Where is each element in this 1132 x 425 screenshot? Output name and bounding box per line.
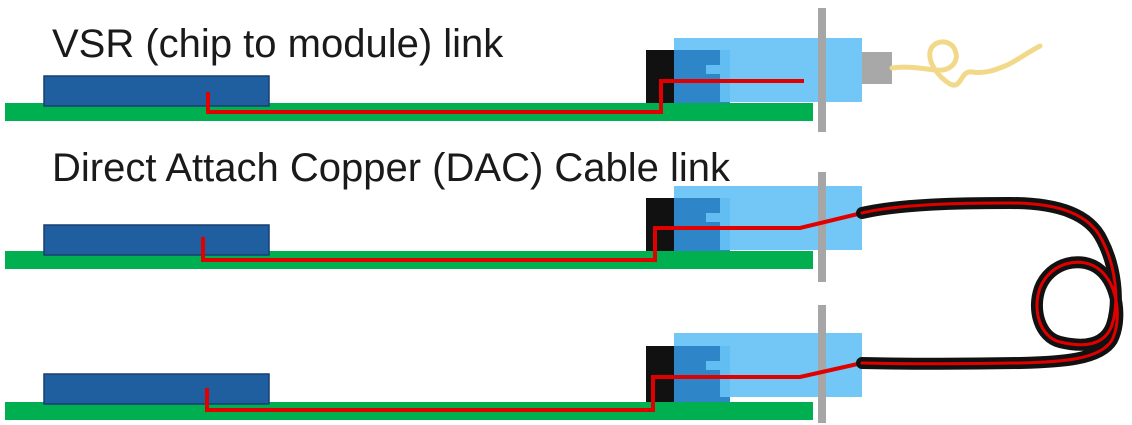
signal-trace <box>206 79 804 114</box>
cable-conductor <box>860 201 1119 366</box>
faceplate-panel <box>818 305 826 423</box>
fiber-ferrule <box>862 52 892 84</box>
signal-trace <box>201 211 863 262</box>
host-connector-inner <box>674 346 720 402</box>
vsr-link-row: VSR (chip to module) link <box>5 8 1043 132</box>
dac-link-row-bottom <box>5 305 863 423</box>
cable-jacket <box>856 197 1124 370</box>
dac-copper-cable <box>856 197 1124 370</box>
host-connector-inner <box>674 198 720 251</box>
host-connector-inner <box>674 50 720 103</box>
dac-link-label: Direct Attach Copper (DAC) Cable link <box>52 146 731 190</box>
chip <box>43 373 270 405</box>
faceplate-panel <box>818 8 826 132</box>
vsr-link-label: VSR (chip to module) link <box>52 22 504 66</box>
faceplate-panel <box>818 172 826 282</box>
chip <box>43 224 270 256</box>
optical-fiber <box>889 39 1043 88</box>
signal-trace <box>205 361 863 412</box>
dac-link-row-top: Direct Attach Copper (DAC) Cable link <box>5 146 863 282</box>
chip <box>43 75 270 107</box>
